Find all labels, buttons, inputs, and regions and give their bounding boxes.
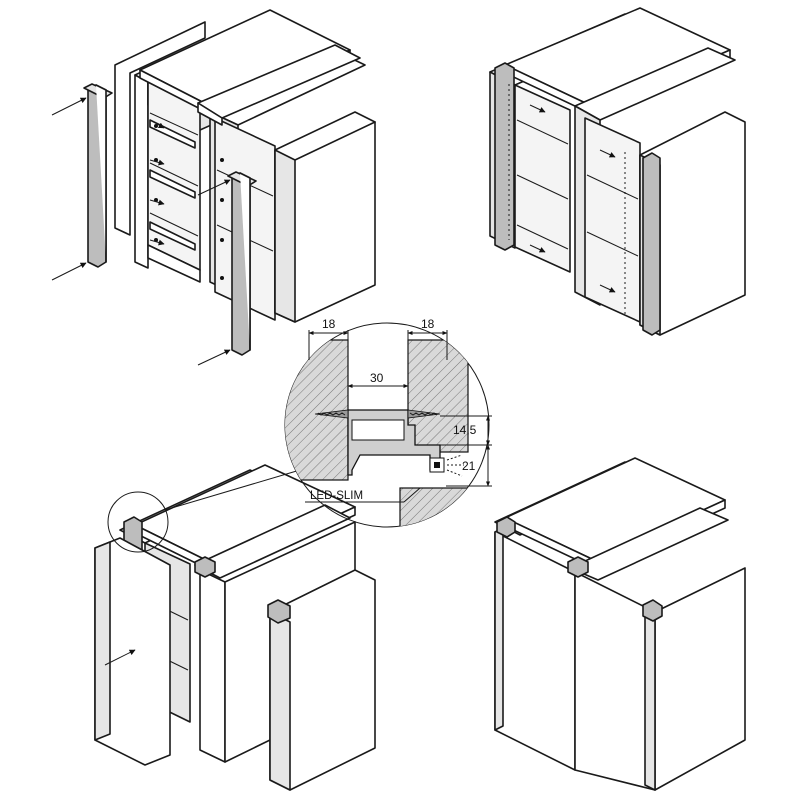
insert-arrow-3 bbox=[197, 179, 231, 196]
insert-arrow-4 bbox=[197, 349, 231, 366]
left-panel-section bbox=[285, 339, 349, 481]
step-4-closed-cabinets bbox=[494, 457, 746, 791]
right-cabinet bbox=[567, 507, 746, 791]
screw-left bbox=[314, 409, 349, 419]
right-cabinet bbox=[194, 504, 376, 791]
insert-arrow-1 bbox=[51, 97, 87, 116]
right-cabinet bbox=[574, 47, 746, 336]
door-section bbox=[399, 487, 489, 527]
led-profile-left bbox=[83, 83, 113, 268]
insert-arrow-2 bbox=[51, 262, 87, 281]
close-arrow bbox=[104, 649, 136, 666]
dim-gap-width: 30 bbox=[370, 371, 384, 385]
dim-height-14-5: 14,5 bbox=[453, 423, 477, 437]
led-slim-label: LED-SLIM bbox=[310, 490, 363, 502]
dim-left-width: 18 bbox=[322, 317, 336, 331]
right-cabinet bbox=[197, 44, 376, 323]
step-2-profiles-mounted bbox=[489, 7, 746, 336]
step-1-exploded-cabinets bbox=[51, 9, 376, 366]
step-3-door-closing bbox=[94, 464, 376, 791]
dim-right-width: 18 bbox=[421, 317, 435, 331]
led-profile-right bbox=[227, 171, 257, 356]
screw-right bbox=[407, 409, 441, 419]
dim-height-21: 21 bbox=[462, 459, 476, 473]
detail-leader-line bbox=[164, 469, 301, 511]
detail-callout-marker bbox=[107, 491, 169, 553]
